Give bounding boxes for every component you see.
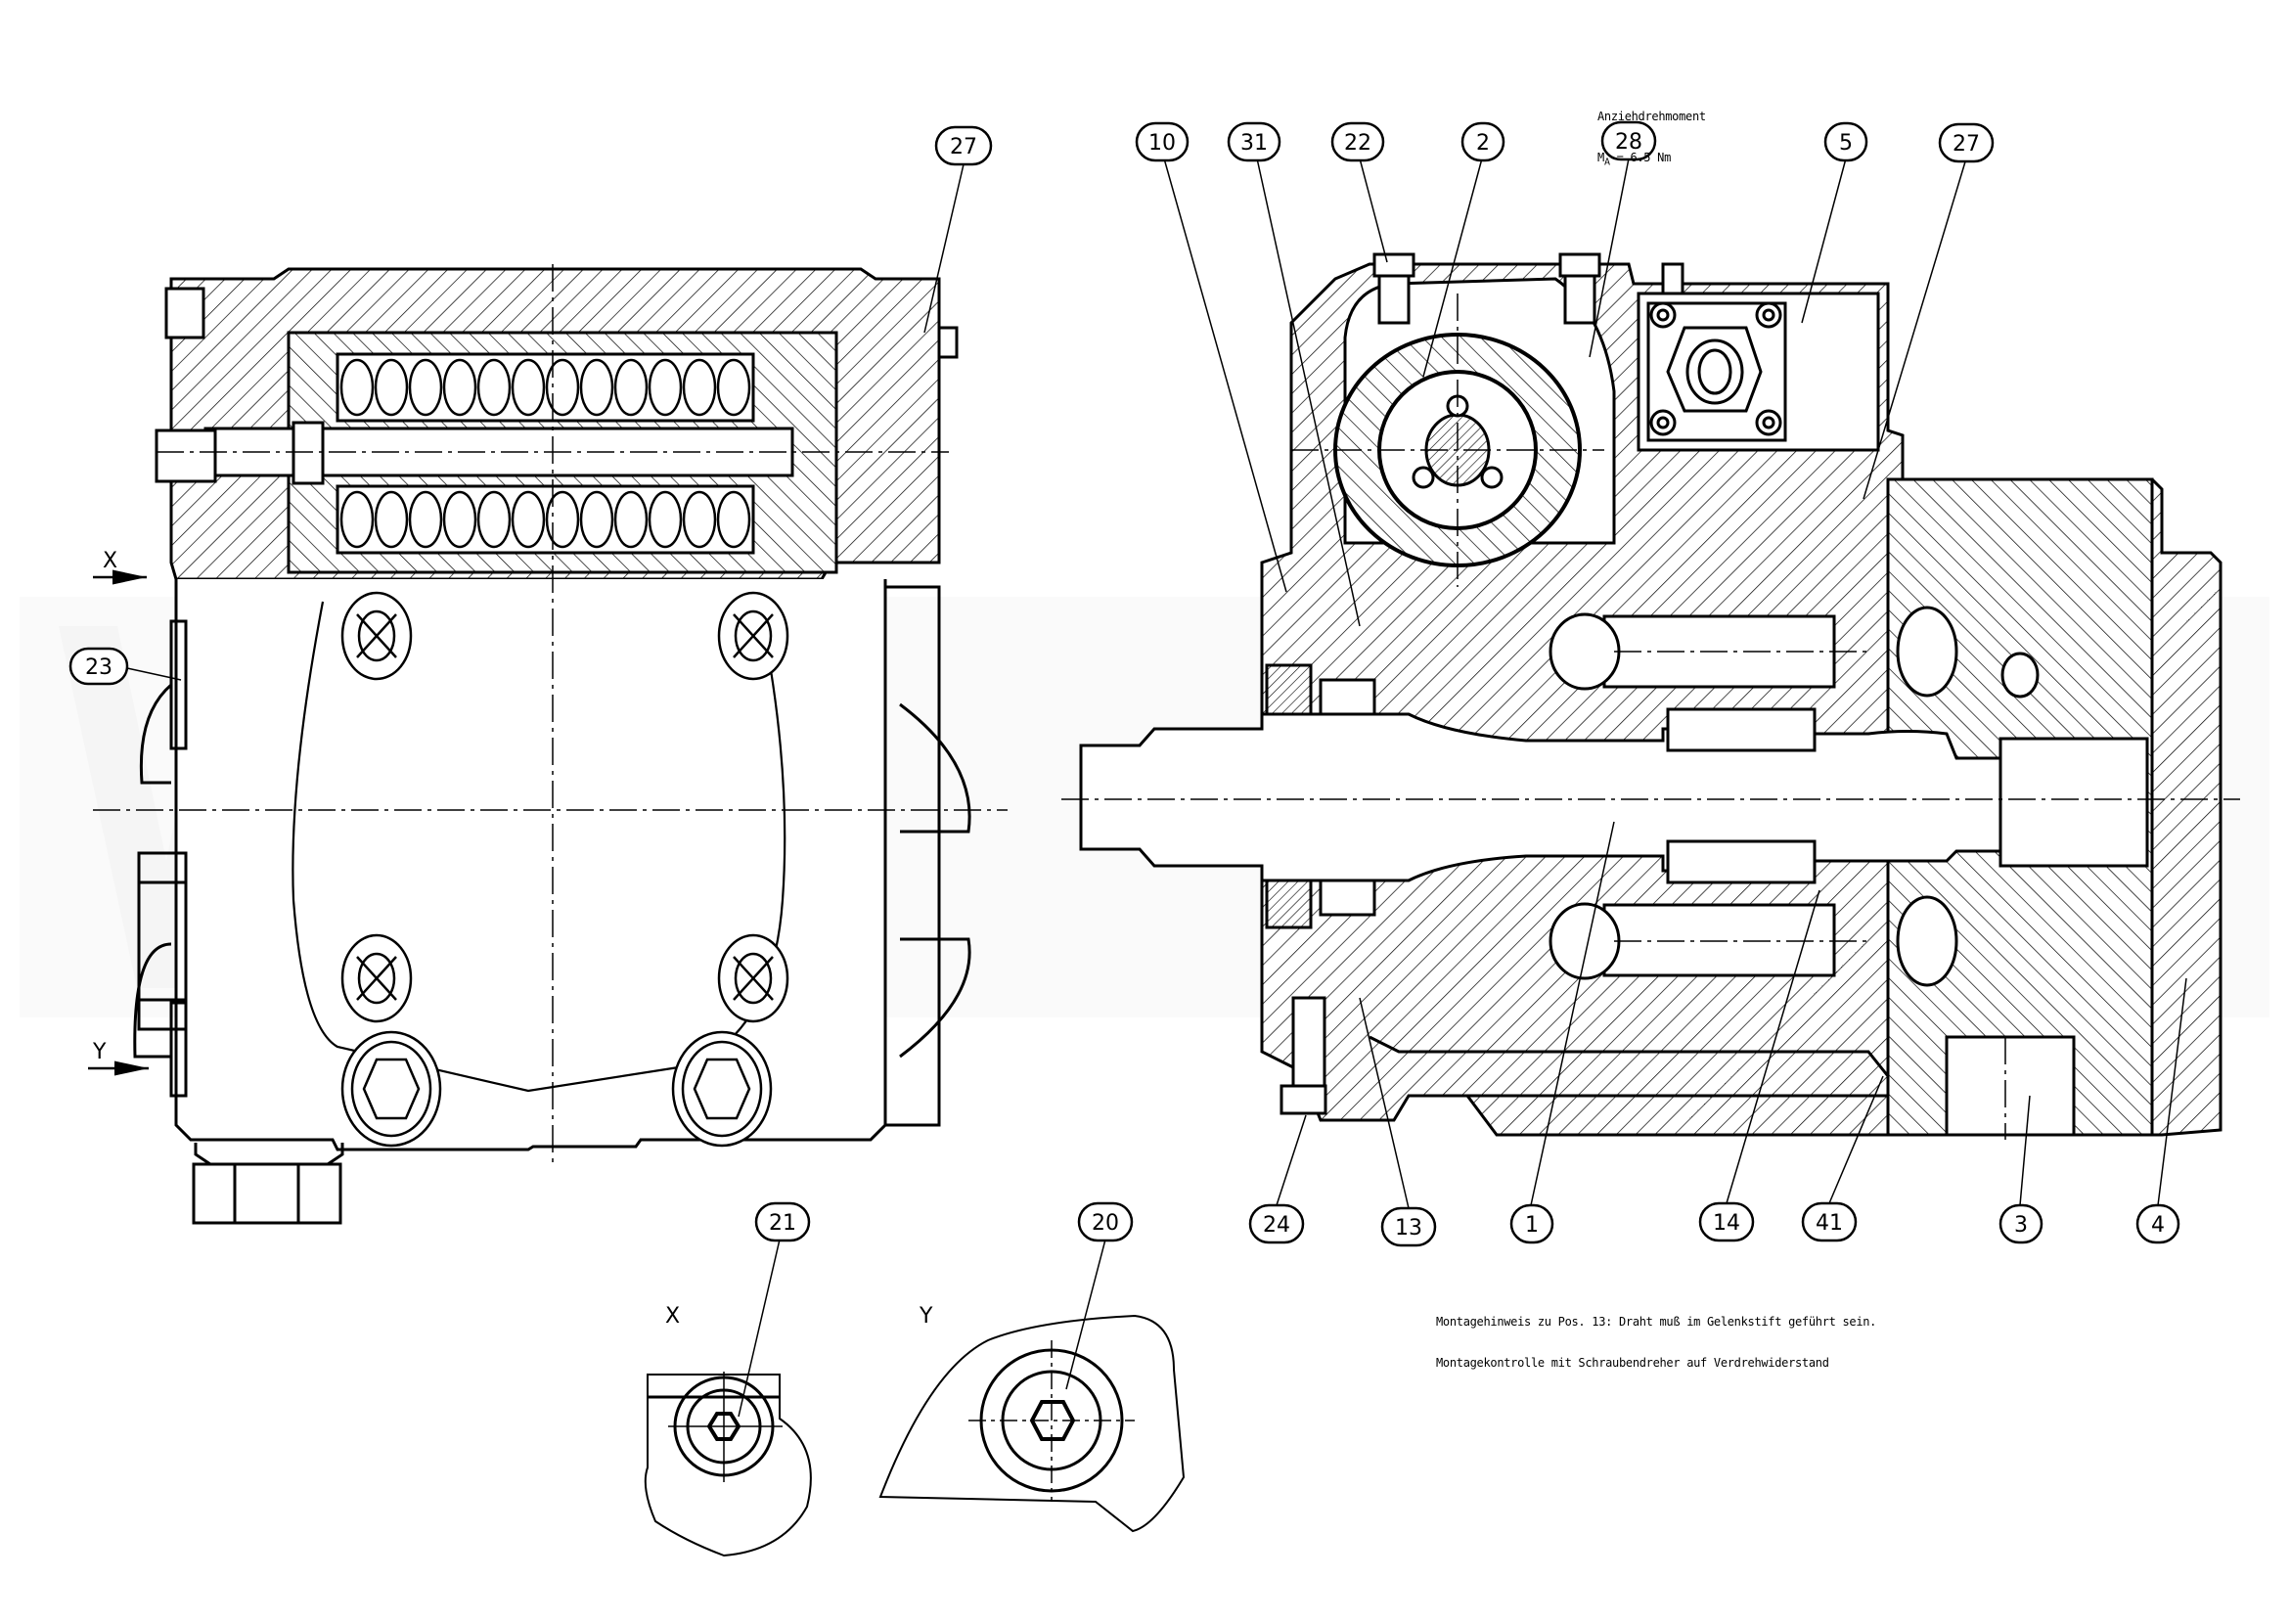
centerlines-right	[1061, 293, 2240, 1140]
port-plug-left	[340, 1030, 442, 1148]
balloon-20: 20	[1092, 1211, 1119, 1236]
balloon-label: 27	[950, 135, 977, 159]
detail-view-x: X 21	[644, 1201, 812, 1557]
balloon-21: 21	[769, 1211, 796, 1236]
assembly-note-line-2: Montagekontrolle mit Schraubendreher auf…	[1436, 1356, 1829, 1370]
balloon-22: 22	[1330, 121, 1388, 263]
port-plug-right	[671, 1030, 773, 1148]
assembly-note-line-1: Montagehinweis zu Pos. 13: Draht muß im …	[1436, 1315, 1877, 1329]
torque-value: = 6.5 Nm	[1616, 151, 1672, 164]
balloon-label: 1	[1525, 1213, 1539, 1238]
balloon-label: 10	[1148, 131, 1176, 156]
balloon-left-23: 23	[68, 647, 182, 686]
balloon-right-27: 27	[1863, 122, 1995, 500]
bolt-top-left	[340, 591, 413, 681]
balloon-13: 13	[1359, 997, 1437, 1247]
bolt-bottom-left	[340, 933, 413, 1023]
balloon-label: 31	[1240, 131, 1268, 156]
view-arrow-y: Y	[88, 1040, 149, 1076]
balloon-24: 24	[1248, 1114, 1307, 1244]
balloon-2: 2	[1422, 121, 1505, 378]
detail-view-y-label: Y	[919, 1304, 933, 1329]
balloon-label: 13	[1395, 1216, 1422, 1241]
balloon-label: 23	[85, 655, 112, 680]
torque-note-value-row: MA = 6.5 Nm	[1597, 151, 1706, 169]
balloon-label: 41	[1816, 1211, 1843, 1236]
view-arrow-y-label: Y	[92, 1040, 107, 1064]
balloon-label: 28	[1615, 130, 1642, 155]
balloon-28: 28	[1589, 120, 1657, 358]
torque-subscript: A	[1603, 157, 1610, 168]
balloon-label: 24	[1263, 1213, 1290, 1238]
balloon-label: 2	[1476, 131, 1490, 156]
torque-note-title: Anziehdrehmoment	[1597, 110, 1706, 123]
torque-note: Anziehdrehmoment MA = 6.5 Nm	[1597, 82, 1706, 183]
balloon-left-27: 27	[923, 125, 993, 334]
balloon-31: 31	[1227, 121, 1361, 627]
torque-symbol: M	[1597, 151, 1604, 164]
balloon-label: 27	[1953, 132, 1980, 157]
bolt-top-right	[717, 591, 789, 681]
balloon-14: 14	[1698, 889, 1820, 1242]
springs	[339, 358, 751, 549]
assembly-note: Montagehinweis zu Pos. 13: Draht muß im …	[1436, 1287, 1876, 1383]
balloon-41: 41	[1801, 1075, 1884, 1242]
balloon-label: 22	[1344, 131, 1371, 156]
balloon-3: 3	[1998, 1095, 2043, 1244]
detail-view-y: Y 20	[878, 1201, 1186, 1533]
cover-bolts	[340, 591, 789, 1148]
balloon-label: 5	[1839, 131, 1853, 156]
view-arrow-x-label: X	[103, 549, 117, 573]
centerlines-left	[93, 264, 1008, 1164]
balloon-label: 4	[2151, 1213, 2165, 1238]
balloon-4: 4	[2135, 977, 2187, 1244]
balloon-label: 3	[2014, 1213, 2028, 1238]
balloon-1: 1	[1509, 821, 1615, 1244]
right-view-housing	[1079, 252, 2223, 1137]
bolt-bottom-right	[717, 933, 789, 1023]
balloon-10: 10	[1135, 121, 1287, 593]
view-arrow-x: X	[93, 549, 147, 585]
detail-view-x-label: X	[665, 1304, 680, 1329]
balloon-5: 5	[1801, 121, 1868, 324]
balloon-label: 14	[1713, 1211, 1740, 1236]
